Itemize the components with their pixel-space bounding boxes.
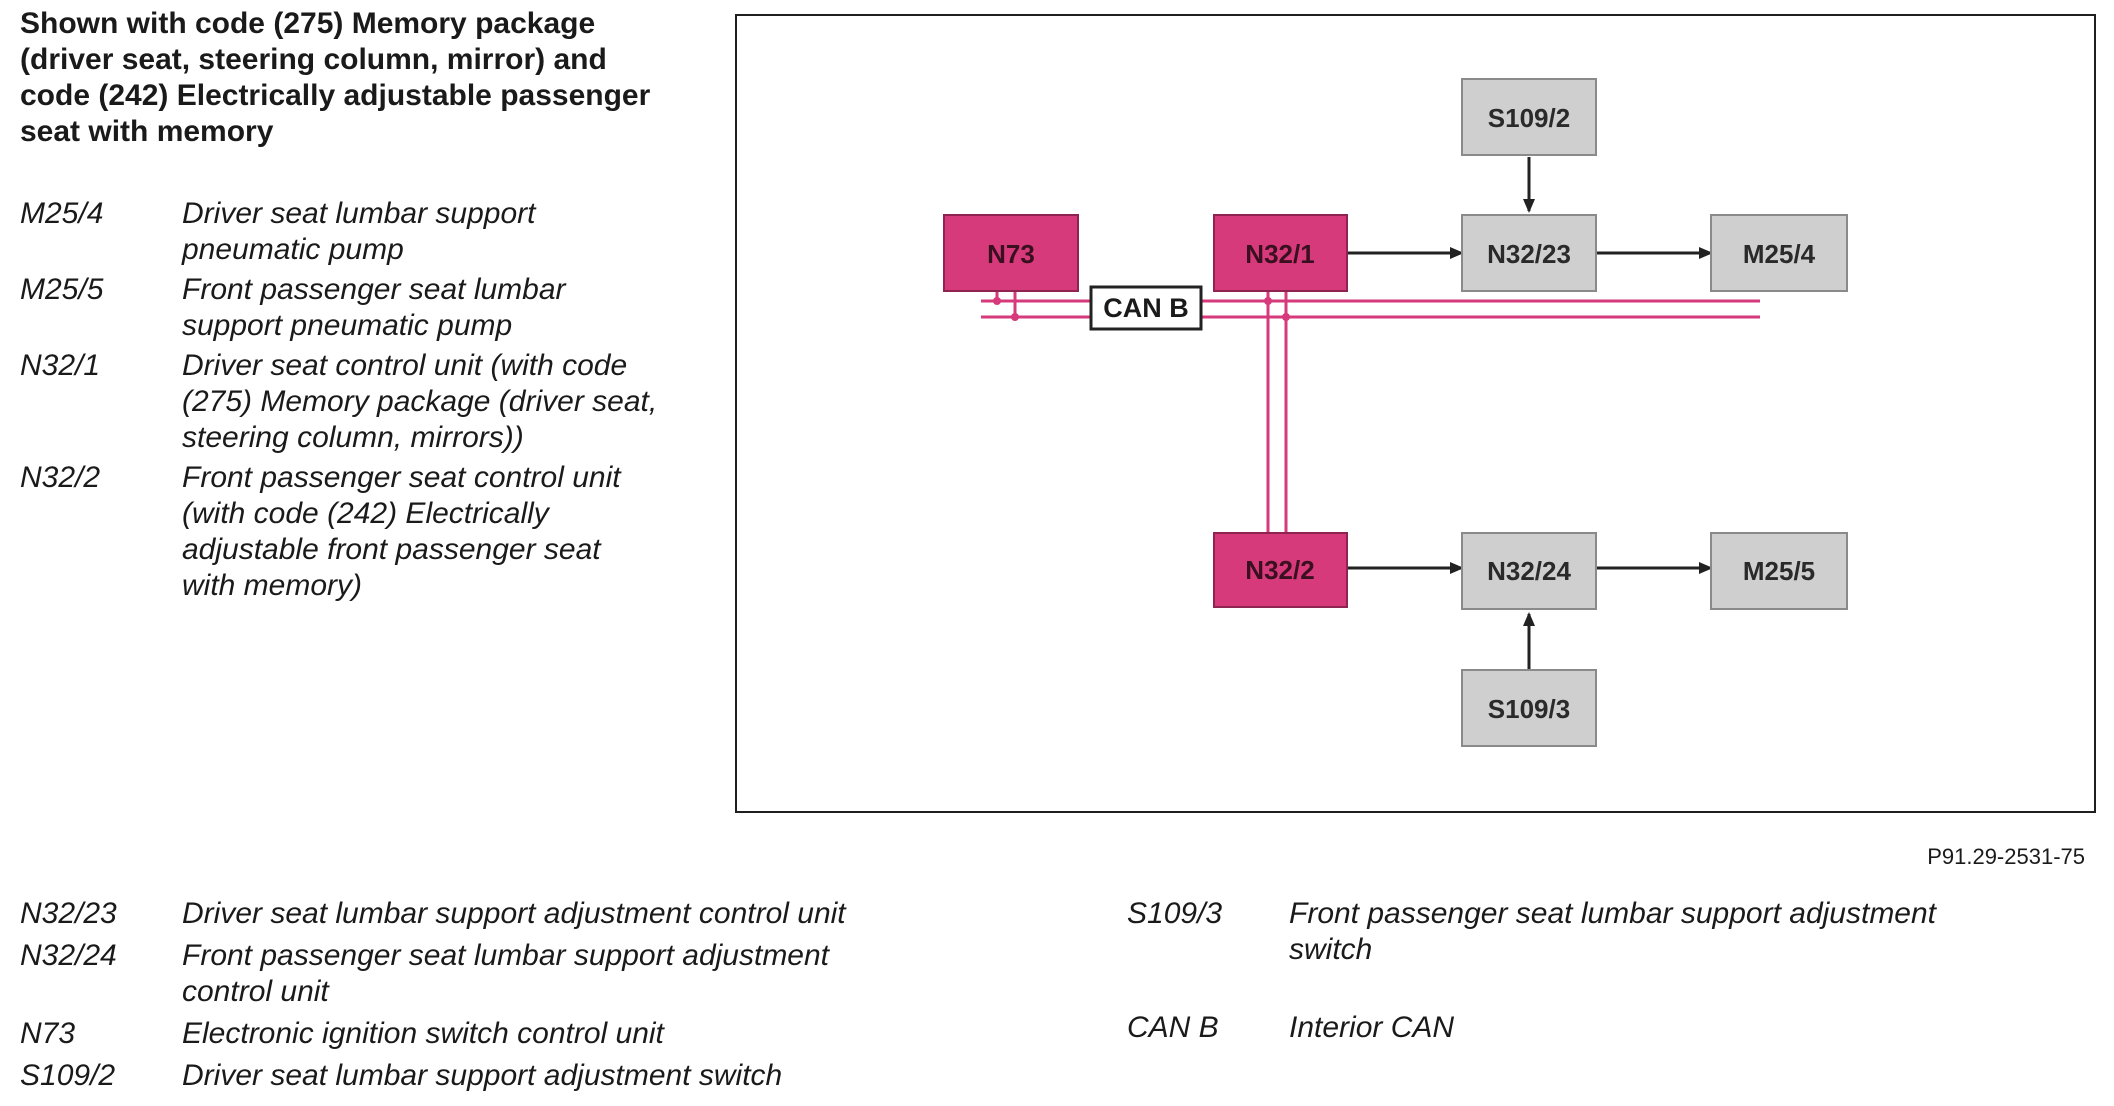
legend-desc: Driver seat lumbar support adjustment sw… — [182, 1059, 783, 1092]
legend-code: M25/5 — [20, 273, 104, 306]
legend-desc: Driver seat lumbar support adjustment co… — [182, 897, 846, 930]
node-m25-4-label: M25/4 — [1743, 239, 1816, 269]
legend-item: N73 Electronic ignition switch control u… — [20, 1016, 902, 1052]
figure-id: P91.29-2531-75 — [1927, 844, 2085, 869]
legend-desc: Front passenger seat control unit (with … — [182, 461, 621, 602]
legend-code: S109/3 — [1127, 897, 1223, 930]
diagram-frame: CAN B N73 N32/1 N32/2 S109/2 — [735, 14, 2096, 813]
legend-item: M25/4 Driver seat lumbar support pneumat… — [20, 196, 662, 268]
legend-desc: Front passenger seat lumbar support adju… — [1289, 897, 1937, 966]
legend-item: N32/23 Driver seat lumbar support adjust… — [20, 896, 902, 932]
legend-item: CAN B Interior CAN — [1127, 1010, 2009, 1046]
junction-dot — [1011, 313, 1019, 321]
legend-code: S109/2 — [20, 1059, 116, 1092]
node-s109-2: S109/2 — [1461, 78, 1597, 156]
legend-code: N32/1 — [20, 349, 101, 382]
node-s109-3-label: S109/3 — [1488, 694, 1570, 724]
node-n32-1-label: N32/1 — [1245, 239, 1314, 269]
node-m25-5: M25/5 — [1710, 532, 1848, 610]
legend-desc: Front passenger seat lumbar support pneu… — [182, 273, 566, 342]
wiring-diagram: CAN B N73 N32/1 N32/2 S109/2 — [943, 78, 1848, 747]
legend-item: S109/3 Front passenger seat lumbar suppo… — [1127, 896, 2009, 968]
legend-code: N73 — [20, 1017, 76, 1050]
node-n32-2-label: N32/2 — [1245, 555, 1314, 585]
node-m25-4: M25/4 — [1710, 214, 1848, 292]
legend-desc: Front passenger seat lumbar support adju… — [182, 939, 830, 1008]
node-n32-1: N32/1 — [1213, 214, 1348, 292]
junction-dot — [1264, 297, 1272, 305]
node-n73-label: N73 — [987, 239, 1035, 269]
can-b-text: CAN B — [1103, 293, 1189, 323]
node-n32-24-label: N32/24 — [1487, 556, 1571, 586]
legend-desc: Electronic ignition switch control unit — [182, 1017, 664, 1050]
legend-code: N32/23 — [20, 897, 117, 930]
legend-bottom-right: S109/3 Front passenger seat lumbar suppo… — [1127, 896, 2009, 1046]
legend-desc: Driver seat lumbar support pneumatic pum… — [182, 197, 536, 266]
legend-desc: Driver seat control unit (with code (275… — [182, 349, 658, 454]
legend-code: N32/2 — [20, 461, 101, 494]
node-n32-23-label: N32/23 — [1487, 239, 1571, 269]
legend-top: M25/4 Driver seat lumbar support pneumat… — [20, 196, 662, 604]
node-s109-2-label: S109/2 — [1488, 103, 1570, 133]
node-n32-24: N32/24 — [1461, 532, 1597, 610]
legend-item: S109/2 Driver seat lumbar support adjust… — [20, 1058, 902, 1094]
junction-dot — [1282, 313, 1290, 321]
can-b-label: CAN B — [1089, 285, 1203, 331]
legend-item: N32/1 Driver seat control unit (with cod… — [20, 348, 662, 456]
node-n32-23: N32/23 — [1461, 214, 1597, 292]
legend-item: N32/2 Front passenger seat control unit … — [20, 460, 662, 604]
legend-code: N32/24 — [20, 939, 117, 972]
legend-item: N32/24 Front passenger seat lumbar suppo… — [20, 938, 902, 1010]
legend-item: M25/5 Front passenger seat lumbar suppor… — [20, 272, 662, 344]
bus-junctions — [993, 297, 1290, 321]
signal-arrows — [1347, 157, 1713, 670]
node-s109-3: S109/3 — [1461, 669, 1597, 747]
legend-code: M25/4 — [20, 197, 104, 230]
page-title: Shown with code (275) Memory package (dr… — [20, 7, 651, 148]
node-n73: N73 — [943, 214, 1079, 292]
node-m25-5-label: M25/5 — [1743, 556, 1815, 586]
node-n32-2: N32/2 — [1213, 532, 1348, 608]
legend-code: CAN B — [1127, 1011, 1219, 1044]
junction-dot — [993, 297, 1001, 305]
legend-desc: Interior CAN — [1289, 1011, 1455, 1044]
legend-bottom-left: N32/23 Driver seat lumbar support adjust… — [20, 896, 902, 1094]
